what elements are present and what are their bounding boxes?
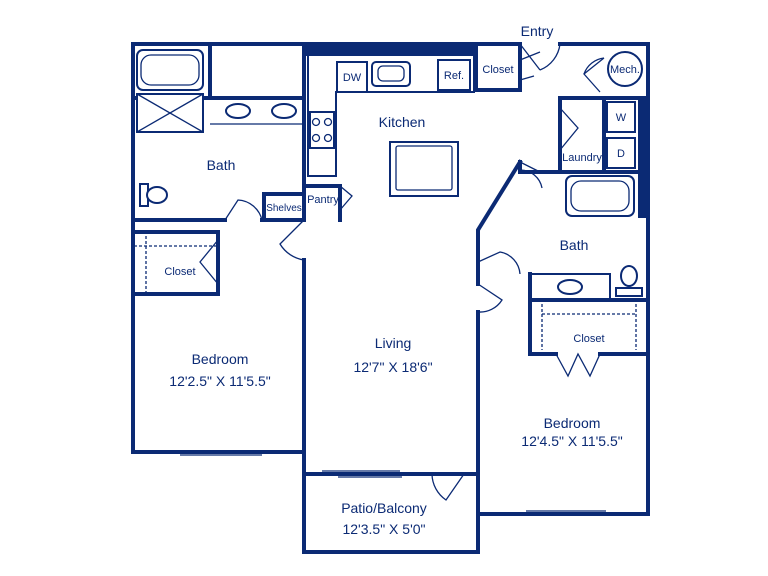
doors bbox=[180, 43, 606, 515]
laundry-door bbox=[559, 107, 579, 151]
dryer bbox=[606, 137, 636, 169]
bedroom-left-door bbox=[279, 219, 305, 261]
label-bath-right: Bath bbox=[560, 237, 589, 253]
right-bath-wall bbox=[476, 159, 523, 476]
dishwasher bbox=[336, 61, 368, 93]
burner-2 bbox=[323, 117, 333, 127]
toilet-bowl-right bbox=[620, 265, 638, 287]
label-dryer: D bbox=[617, 148, 625, 160]
label-living-size: 12'7" X 18'6" bbox=[353, 359, 432, 375]
refrigerator bbox=[437, 59, 471, 91]
window-left-bedroom bbox=[180, 451, 262, 456]
closet-rod-right bbox=[541, 304, 637, 350]
label-bedroom-left: Bedroom bbox=[192, 351, 249, 367]
labels: Entry Kitchen Bath Bath Living 12'7" X 1… bbox=[164, 23, 640, 537]
right-closet-wall bbox=[528, 298, 650, 356]
closet-left-door bbox=[199, 239, 219, 285]
washer bbox=[606, 101, 636, 133]
water-heater bbox=[607, 51, 643, 87]
label-bedroom-right-size: 12'4.5" X 11'5.5" bbox=[521, 433, 622, 449]
bathtub-left bbox=[136, 49, 204, 91]
bedroom-right-door bbox=[477, 283, 503, 313]
stove bbox=[309, 111, 335, 149]
kitchen-sink-basin bbox=[377, 65, 405, 82]
hall-door bbox=[519, 161, 543, 189]
bathtub-right bbox=[565, 175, 635, 217]
sink-left-1 bbox=[225, 103, 251, 119]
kitchen-island-inner bbox=[395, 145, 453, 191]
kitchen-counter bbox=[307, 56, 475, 177]
laundry-side-wall bbox=[638, 98, 650, 218]
label-closet-entry: Closet bbox=[482, 64, 513, 76]
fixtures bbox=[134, 49, 643, 350]
label-living: Living bbox=[375, 335, 412, 351]
label-bath-left: Bath bbox=[207, 157, 236, 173]
sink-left-2 bbox=[271, 103, 297, 119]
label-closet-right: Closet bbox=[573, 333, 604, 345]
pantry-door bbox=[339, 185, 353, 211]
kitchen-sink bbox=[371, 61, 411, 87]
window-right-bedroom bbox=[526, 510, 606, 515]
bath-right-door bbox=[477, 251, 521, 275]
entry-door-swing bbox=[539, 43, 561, 71]
entry-door-leaf bbox=[519, 43, 541, 71]
toilet-tank-right bbox=[615, 287, 643, 297]
label-patio-size: 12'3.5" X 5'0" bbox=[342, 521, 425, 537]
label-bedroom-right: Bedroom bbox=[544, 415, 601, 431]
mech-top-wall bbox=[558, 42, 650, 100]
vanity-right bbox=[530, 273, 611, 300]
burner-4 bbox=[323, 133, 333, 143]
label-entry: Entry bbox=[521, 23, 554, 39]
bathtub-left-inner bbox=[140, 54, 200, 86]
label-shelves: Shelves bbox=[266, 203, 302, 214]
burner-3 bbox=[311, 133, 321, 143]
kitchen-island bbox=[389, 141, 459, 197]
label-dw: DW bbox=[343, 72, 362, 84]
label-closet-left: Closet bbox=[164, 266, 195, 278]
label-kitchen: Kitchen bbox=[379, 114, 426, 130]
label-ref: Ref. bbox=[444, 70, 464, 82]
mech-door bbox=[583, 57, 605, 93]
closet-right-door bbox=[555, 352, 601, 378]
label-bedroom-left-size: 12'2.5" X 11'5.5" bbox=[169, 373, 270, 389]
label-washer: W bbox=[616, 112, 627, 124]
bathtub-right-inner bbox=[570, 180, 630, 212]
toilet-bowl-left bbox=[146, 186, 168, 204]
burner-1 bbox=[311, 117, 321, 127]
closet-left-wall bbox=[131, 230, 220, 296]
label-patio: Patio/Balcony bbox=[341, 500, 427, 516]
shelves-wall bbox=[262, 192, 306, 222]
sink-right bbox=[557, 279, 583, 295]
label-mech: Mech. bbox=[610, 64, 640, 76]
patio-slider bbox=[320, 470, 402, 478]
bath-left-door bbox=[224, 199, 263, 221]
kitchen-top-wall bbox=[304, 42, 476, 56]
patio-door-swing bbox=[431, 473, 465, 501]
center-right-wall bbox=[474, 42, 522, 92]
label-pantry: Pantry bbox=[307, 194, 339, 206]
shower-x2 bbox=[136, 93, 204, 133]
closet-entry-door bbox=[519, 51, 541, 81]
label-laundry: Laundry bbox=[562, 152, 602, 164]
